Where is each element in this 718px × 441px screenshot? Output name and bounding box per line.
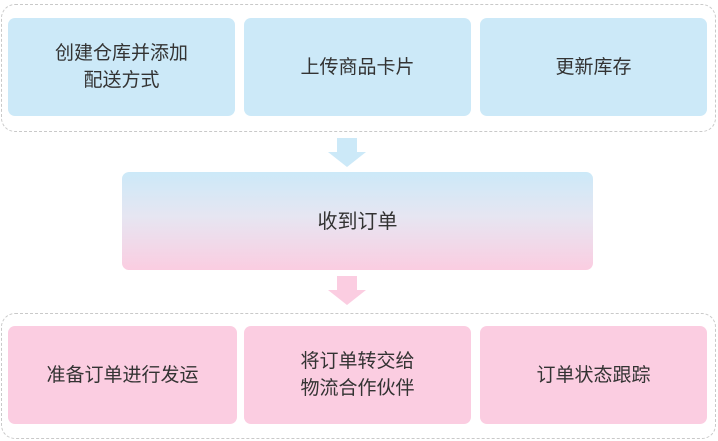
bottom-steps-group bbox=[1, 313, 716, 439]
arrow-down-head-icon bbox=[328, 290, 366, 305]
step-upload-product-cards: 上传商品卡片 bbox=[244, 18, 471, 116]
arrow-down-icon bbox=[337, 138, 357, 152]
step-order-tracking: 订单状态跟踪 bbox=[480, 326, 707, 424]
step-handover-logistics: 将订单转交给 物流合作伙伴 bbox=[244, 326, 471, 424]
step-prepare-shipment: 准备订单进行发运 bbox=[8, 326, 237, 424]
step-receive-order: 收到订单 bbox=[122, 172, 593, 270]
arrow-down-icon bbox=[337, 276, 357, 290]
step-update-inventory: 更新库存 bbox=[480, 18, 707, 116]
arrow-down-head-icon bbox=[328, 152, 366, 167]
top-steps-group bbox=[1, 4, 716, 132]
step-create-warehouse: 创建仓库并添加 配送方式 bbox=[8, 18, 235, 116]
